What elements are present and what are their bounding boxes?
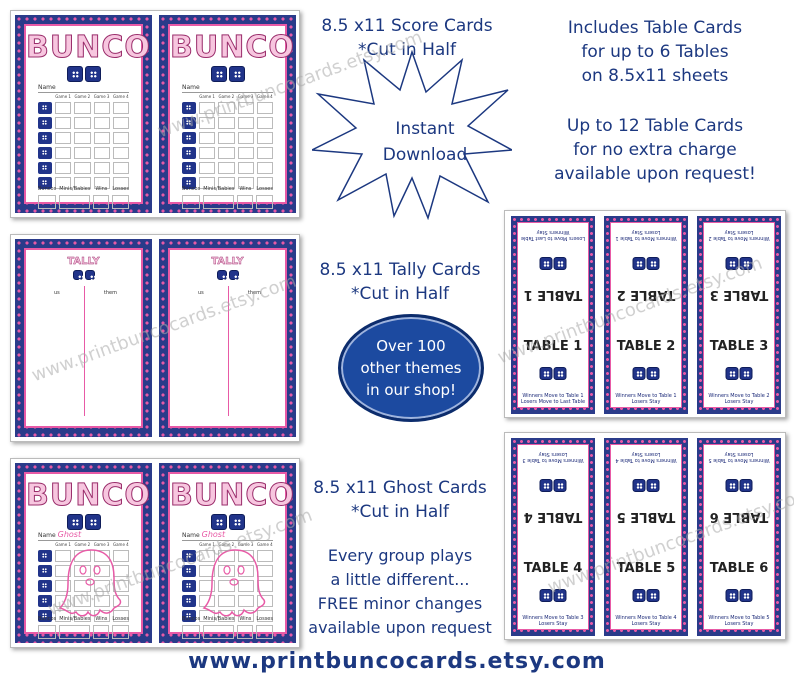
table-label: TABLE 5 [616,561,676,576]
table-label: TABLE 6 [709,561,769,576]
score-grid: Game 1 Game 2 Game 3 Game 4 [182,94,273,189]
tally-them-label: them [247,290,261,296]
dice-icon [632,479,660,492]
extra-cards-caption: Up to 12 Table Cards for no extra charge… [554,116,756,184]
table-label-flipped: TABLE 5 [616,509,676,524]
ghost-card-right: BUNCO Name Ghost Game 1 Game 2 Game 3 Ga… [159,463,296,643]
ghost-cards-sheet: BUNCO Name Ghost Game 1 Game 2 Game 3 Ga… [10,458,300,648]
dice-icon [216,270,241,282]
dice-icon [66,514,101,530]
dice-icon [632,367,660,380]
bunco-title: BUNCO [170,30,295,66]
instant-download-starburst [312,50,512,220]
dice-icon [632,257,660,270]
tally-card-left: TALLY us them [15,239,152,437]
name-label: Name Ghost [38,530,129,541]
ghost-card-left: BUNCO Name Ghost Game 1 Game 2 Game 3 Ga… [15,463,152,643]
dice-icon [725,257,753,270]
name-label: Name Ghost [182,530,273,541]
ghost-icon [202,549,266,617]
ghost-icon [58,549,122,617]
shop-themes-badge[interactable]: Over 100 other themes in our shop! [338,314,484,422]
instant-download-text: Instant Download [382,119,468,165]
tally-us-label: us [198,290,204,296]
ghost-name: Ghost [57,530,82,539]
tally-divider [83,286,85,416]
score-grid: Game 1 Game 2 Game 3 Game 4 [182,542,273,622]
dice-icon [725,589,753,602]
table-label-flipped: TABLE 2 [616,287,676,302]
score-card-right: BUNCO Name Game 1 Game 2 Game 3 Game 4 B… [159,15,296,213]
score-footer: Buncos Minis/Babies Wins Losses [38,186,129,209]
dice-icon [539,367,567,380]
dice-icon [210,66,245,82]
tally-title: TALLY [211,256,244,267]
score-footer: Buncos Minis/Babies Wins Losses [182,616,273,639]
bunco-title: BUNCO [26,478,151,514]
dice-icon [539,589,567,602]
dice-icon [72,270,97,282]
bunco-title: BUNCO [170,478,295,514]
tally-cards-sheet: TALLY us them TALLY us them [10,234,300,442]
score-cards-caption: 8.5 x11 Score Cards *Cut in Half [321,16,493,60]
dice-icon [539,257,567,270]
ghost-name: Ghost [201,530,226,539]
tally-them-label: them [103,290,117,296]
score-footer: Buncos Minis/Babies Wins Losses [38,616,129,639]
tally-card-right: TALLY us them [159,239,296,437]
dice-icon [210,514,245,530]
table-label: TABLE 3 [709,339,769,354]
table-label-flipped: TABLE 6 [709,509,769,524]
table-label: TABLE 2 [616,339,676,354]
score-card-left: BUNCO Name Game 1 Game 2 Game 3 Game 4 B… [15,15,152,213]
score-grid: Game 1 Game 2 Game 3 Game 4 [38,94,129,189]
dice-icon [725,367,753,380]
shop-url[interactable]: www.printbuncocards.etsy.com [188,649,606,674]
table-label-flipped: TABLE 3 [709,287,769,302]
bunco-title: BUNCO [26,30,151,66]
table-label: TABLE 1 [523,339,583,354]
custom-changes-caption: Every group plays a little different... … [308,546,492,637]
table-cards-caption: Includes Table Cards for up to 6 Tables … [567,18,743,86]
dice-icon [725,479,753,492]
table-label-flipped: TABLE 1 [523,287,583,302]
tally-divider [227,286,229,416]
score-footer: Buncos Minis/Babies Wins Losses [182,186,273,209]
dice-icon [632,589,660,602]
tally-us-label: us [54,290,60,296]
name-label: Name [38,84,129,93]
ghost-cards-caption: 8.5 x11 Ghost Cards *Cut in Half [313,478,487,522]
dice-icon [66,66,101,82]
tally-title: TALLY [67,256,100,267]
table-label: TABLE 4 [523,561,583,576]
dice-icon [539,479,567,492]
table-label-flipped: TABLE 4 [523,509,583,524]
score-cards-sheet: BUNCO Name Game 1 Game 2 Game 3 Game 4 B… [10,10,300,218]
name-label: Name [182,84,273,93]
tally-cards-caption: 8.5 x11 Tally Cards *Cut in Half [319,260,481,304]
